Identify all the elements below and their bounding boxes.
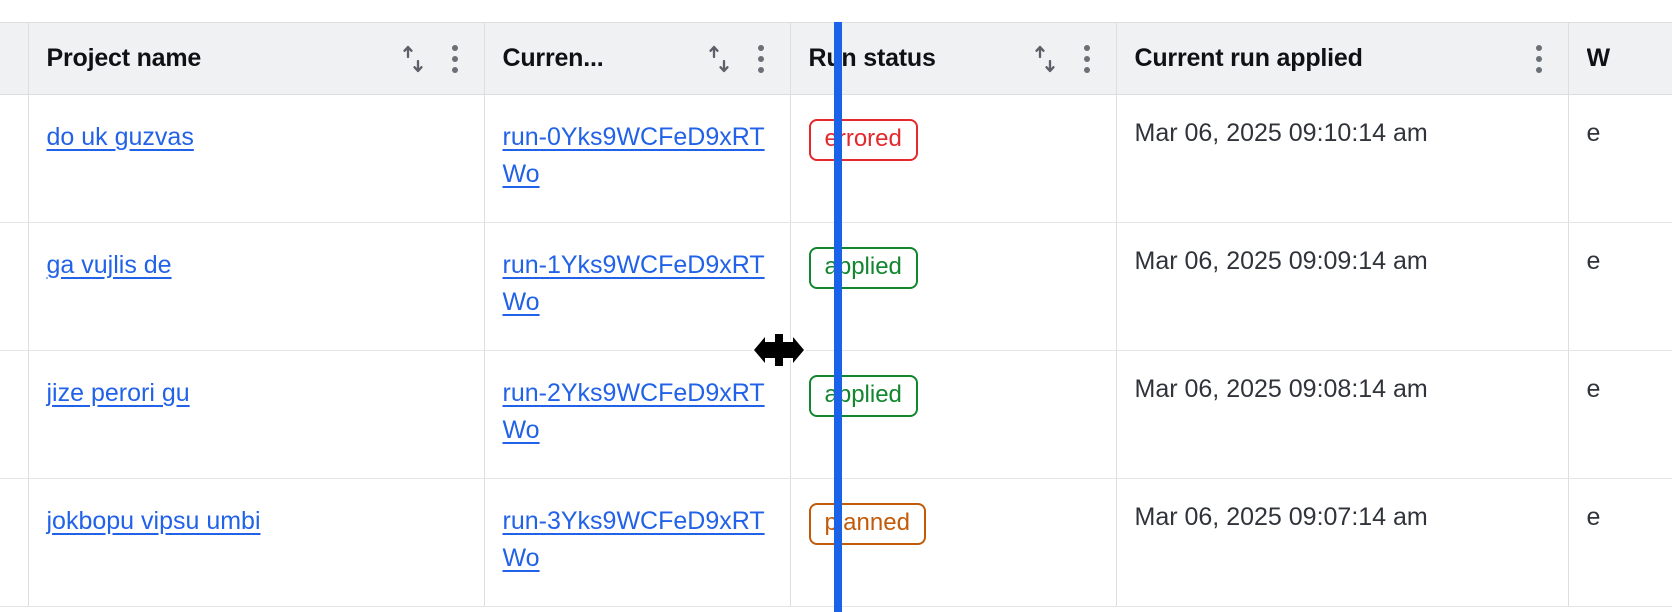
current-run-link[interactable]: run-0Yks9WCFeD9xRTWo — [502, 123, 765, 188]
cell-truncated-last: e — [1568, 94, 1672, 223]
project-name-link[interactable]: ga vujlis de — [46, 251, 172, 279]
status-badge: errored — [808, 119, 918, 162]
row-select-cell[interactable] — [0, 222, 29, 351]
cell-current-run: run-1Yks9WCFeD9xRTWo — [484, 222, 791, 351]
cell-current-run-applied: Mar 06, 2025 09:10:14 am — [1116, 94, 1569, 223]
project-name-link[interactable]: jokbopu vipsu umbi — [46, 507, 261, 535]
applied-timestamp: Mar 06, 2025 09:10:14 am — [1134, 119, 1428, 147]
header-label-current-run: Curren... — [502, 44, 604, 72]
table-row[interactable]: do uk guzvas run-0Yks9WCFeD9xRTWo errore… — [0, 94, 1672, 223]
header-cell-current-run-applied[interactable]: Current run applied — [1116, 22, 1569, 95]
row-select-cell[interactable] — [0, 350, 29, 479]
truncated-last-value: e — [1586, 119, 1601, 147]
header-label-project-name: Project name — [46, 44, 202, 72]
truncated-last-value: e — [1586, 503, 1601, 531]
cell-project-name: jize perori gu — [28, 350, 485, 479]
cell-project-name: jokbopu vipsu umbi — [28, 478, 485, 607]
applied-timestamp: Mar 06, 2025 09:08:14 am — [1134, 375, 1428, 403]
truncated-last-value: e — [1586, 247, 1601, 275]
cell-truncated-last: e — [1568, 350, 1672, 479]
current-run-link[interactable]: run-3Yks9WCFeD9xRTWo — [502, 507, 765, 572]
status-badge: applied — [808, 247, 918, 290]
cell-current-run: run-2Yks9WCFeD9xRTWo — [484, 350, 791, 479]
header-cell-run-status[interactable]: Run status — [790, 22, 1117, 95]
sort-icon-current-run[interactable] — [706, 44, 732, 74]
kebab-menu-icon-project-name[interactable] — [444, 44, 466, 73]
applied-timestamp: Mar 06, 2025 09:07:14 am — [1134, 503, 1428, 531]
header-label-run-status: Run status — [808, 44, 936, 72]
column-resize-indicator[interactable] — [834, 22, 842, 612]
project-name-link[interactable]: jize perori gu — [46, 379, 190, 407]
cell-truncated-last: e — [1568, 478, 1672, 607]
row-select-cell[interactable] — [0, 478, 29, 607]
cell-current-run-applied: Mar 06, 2025 09:09:14 am — [1116, 222, 1569, 351]
applied-timestamp: Mar 06, 2025 09:09:14 am — [1134, 247, 1428, 275]
header-cell-truncated-last[interactable]: W — [1568, 22, 1672, 95]
cell-current-run-applied: Mar 06, 2025 09:07:14 am — [1116, 478, 1569, 607]
status-badge: planned — [808, 503, 926, 546]
cell-project-name: ga vujlis de — [28, 222, 485, 351]
cell-run-status: errored — [790, 94, 1117, 223]
sort-icon-project-name[interactable] — [400, 44, 426, 74]
table-row[interactable]: ga vujlis de run-1Yks9WCFeD9xRTWo applie… — [0, 222, 1672, 351]
cell-current-run-applied: Mar 06, 2025 09:08:14 am — [1116, 350, 1569, 479]
truncated-last-value: e — [1586, 375, 1601, 403]
kebab-menu-icon-current-run-applied[interactable] — [1528, 44, 1550, 73]
cell-run-status: applied — [790, 350, 1117, 479]
cell-project-name: do uk guzvas — [28, 94, 485, 223]
header-cell-project-name[interactable]: Project name — [28, 22, 485, 95]
header-cell-select — [0, 22, 29, 95]
header-label-truncated-last: W — [1586, 44, 1610, 72]
cell-truncated-last: e — [1568, 222, 1672, 351]
sort-icon-run-status[interactable] — [1032, 44, 1058, 74]
current-run-link[interactable]: run-1Yks9WCFeD9xRTWo — [502, 251, 765, 316]
header-cell-current-run[interactable]: Curren... — [484, 22, 791, 95]
header-label-current-run-applied: Current run applied — [1134, 44, 1363, 72]
row-select-cell[interactable] — [0, 94, 29, 223]
status-badge: applied — [808, 375, 918, 418]
cell-current-run: run-3Yks9WCFeD9xRTWo — [484, 478, 791, 607]
table-row[interactable]: jize perori gu run-2Yks9WCFeD9xRTWo appl… — [0, 350, 1672, 479]
cell-run-status: applied — [790, 222, 1117, 351]
project-name-link[interactable]: do uk guzvas — [46, 123, 194, 151]
kebab-menu-icon-current-run[interactable] — [750, 44, 772, 73]
current-run-link[interactable]: run-2Yks9WCFeD9xRTWo — [502, 379, 765, 444]
kebab-menu-icon-run-status[interactable] — [1076, 44, 1098, 73]
cell-current-run: run-0Yks9WCFeD9xRTWo — [484, 94, 791, 223]
